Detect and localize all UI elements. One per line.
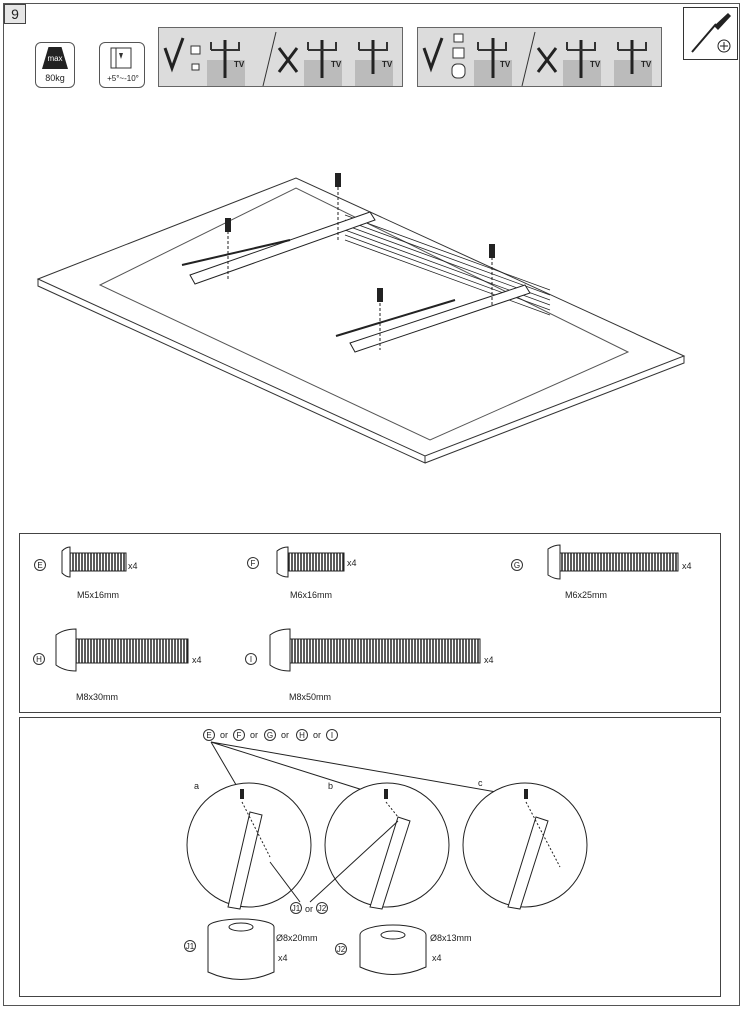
tv-label: TV (641, 60, 652, 69)
tv-back-illustration (36, 173, 686, 464)
or-text: or (305, 904, 314, 914)
screw-size-g: M6x25mm (565, 590, 608, 600)
screw-size-f: M6x16mm (290, 590, 333, 600)
screw-letter-e: E (34, 559, 46, 571)
or-text: or (281, 730, 290, 740)
screwdriver-tool-box (683, 7, 738, 60)
ref-letter-i: I (326, 729, 338, 741)
ref-letter-h: H (296, 729, 308, 741)
tv-label: TV (590, 60, 601, 69)
spacer-qty-j1: x4 (278, 953, 288, 963)
screw-letter-g: G (511, 559, 523, 571)
screw-size-h: M8x30mm (76, 692, 119, 702)
tv-label: TV (382, 60, 393, 69)
screw-qty-f: x4 (347, 558, 357, 568)
max-weight-icon: max 80kg (35, 42, 75, 88)
or-text: or (220, 730, 229, 740)
ref-letter-j2: J2 (316, 902, 328, 914)
screw-qty-g: x4 (682, 561, 692, 571)
screw-depth-guide-1: TV TV TV (158, 27, 403, 87)
tv-label: TV (331, 60, 342, 69)
screw-letter-h: H (33, 653, 45, 665)
max-weight-value: 80kg (45, 73, 65, 83)
tilt-range-icon: +5°~-10° (99, 42, 145, 88)
spacer-letter-j2: J2 (335, 943, 347, 955)
spacer-letter-j1: J1 (184, 940, 196, 952)
screw-drawings (55, 544, 679, 672)
spacer-detail-panel (19, 717, 721, 997)
or-text: or (250, 730, 259, 740)
ref-letter-g: G (264, 729, 276, 741)
screw-depth-guide-2: TV TV TV (417, 27, 662, 87)
screwdriver-icon (691, 13, 731, 53)
screw-size-e: M5x16mm (77, 590, 120, 600)
tv-label: TV (500, 60, 511, 69)
max-weight-label: max (47, 54, 63, 63)
screw-qty-i: x4 (484, 655, 494, 665)
screw-qty-h: x4 (192, 655, 202, 665)
spacer-size-j2: Ø8x13mm (430, 933, 472, 943)
spacer-qty-j2: x4 (432, 953, 442, 963)
screw-parts-panel (19, 533, 721, 713)
step-number: 9 (4, 4, 26, 24)
screw-size-i: M8x50mm (289, 692, 332, 702)
detail-drawings (186, 741, 588, 980)
screw-letter-i: I (245, 653, 257, 665)
tv-label: TV (234, 60, 245, 69)
or-text: or (313, 730, 322, 740)
screw-qty-e: x4 (128, 561, 138, 571)
ref-letter-f: F (233, 729, 245, 741)
detail-label-c: c (478, 778, 483, 788)
detail-label-a: a (194, 781, 200, 791)
instruction-page (3, 3, 740, 1006)
spacer-size-j1: Ø8x20mm (276, 933, 318, 943)
detail-label-b: b (328, 781, 334, 791)
ref-letter-e: E (203, 729, 215, 741)
screw-letter-f: F (247, 557, 259, 569)
tilt-range-label: +5°~-10° (107, 74, 139, 83)
ref-letter-j1: J1 (290, 902, 302, 914)
